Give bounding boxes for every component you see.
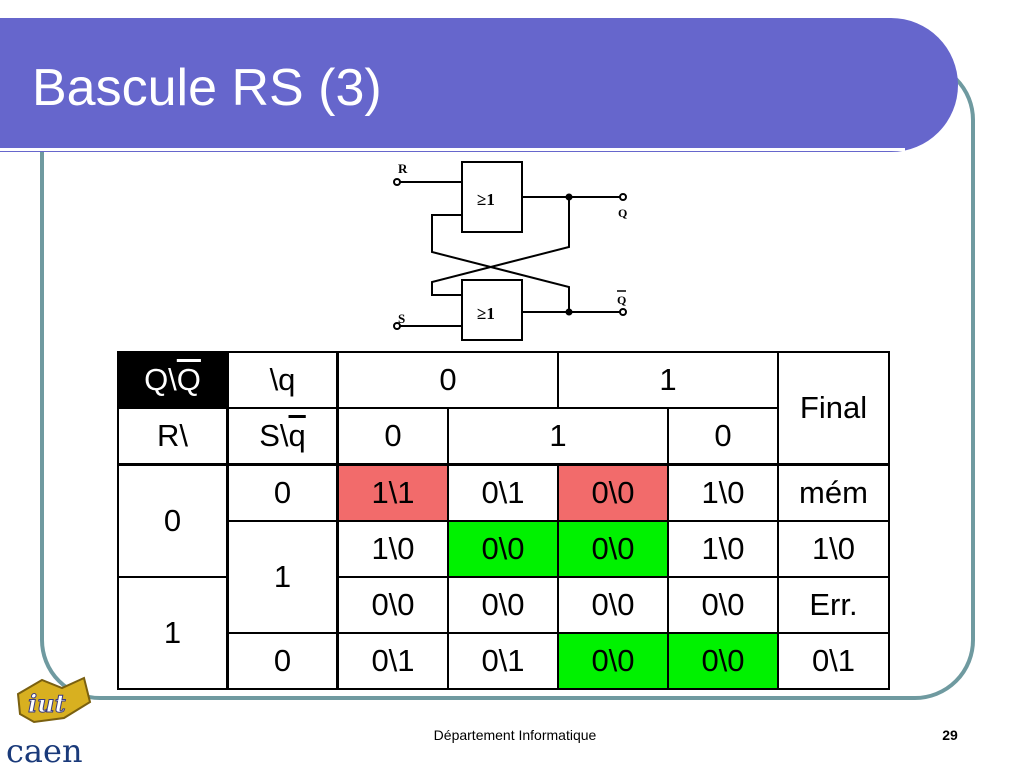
table-cell: 0\0 — [667, 576, 779, 634]
header-r: R\ — [117, 407, 229, 466]
row-r-value: 1 — [117, 576, 229, 690]
header-s-qbar: S\q — [226, 407, 339, 466]
logo-iut-text: iut — [28, 689, 66, 718]
title-underline — [0, 148, 905, 151]
slide-title: Bascule RS (3) — [32, 59, 382, 117]
table-cell: 0\0 — [557, 520, 669, 578]
output-qbar-label: Q — [617, 293, 626, 307]
table-row: 1 0\0 0\0 0\0 0\0 Err. — [117, 576, 890, 690]
table-cell: 0\0 — [447, 520, 559, 578]
table-cell: 0\0 — [667, 632, 779, 690]
table-cell: 1\0 — [667, 463, 779, 522]
header-qbar-one: 1 — [447, 407, 669, 466]
row-s-value: 1 — [226, 520, 339, 634]
row-s-value: 0 — [226, 632, 339, 690]
output-q-label: Q — [618, 206, 627, 220]
table-cell: 1\1 — [336, 463, 449, 522]
header-q: \q — [226, 351, 339, 409]
header-q-one: 1 — [557, 351, 779, 409]
table-header-row-1: Q\Q \q 0 1 Final — [117, 351, 890, 466]
nor-gate-bottom — [461, 279, 523, 341]
header-qbar-zero: 0 — [336, 407, 449, 466]
table-cell: 0\0 — [336, 576, 449, 634]
table-cell: 1\0 — [667, 520, 779, 578]
rs-flipflop-diagram: R S ≥1 ≥1 Q Q — [393, 161, 627, 341]
header-q-zero: 0 — [336, 351, 559, 409]
table-row: 0 0 1\1 0\1 0\0 1\0 mém — [117, 463, 890, 578]
input-r-label: R — [398, 161, 408, 176]
row-final-value: mém — [777, 463, 890, 522]
logo-caen-text: caen — [6, 732, 83, 768]
table-cell: 0\0 — [557, 463, 669, 522]
footer-department: Département Informatique — [433, 727, 597, 743]
row-final-value: 1\0 — [777, 520, 890, 578]
header-qbar-small: q — [288, 418, 306, 453]
table-cell: 0\1 — [336, 632, 449, 690]
header-q-prefix: Q\ — [144, 362, 177, 397]
truth-table: Q\Q \q 0 1 Final R\ S\q 0 1 0 0 0 1\1 0\… — [117, 351, 890, 690]
input-s-label: S — [398, 311, 405, 326]
row-r-value: 0 — [117, 463, 229, 578]
gate-top-label: ≥1 — [477, 190, 495, 209]
row-s-value: 0 — [226, 463, 339, 522]
iut-caen-logo: iut caen — [6, 676, 92, 768]
table-row: 1 1\0 0\0 0\0 1\0 1\0 — [118, 520, 890, 634]
row-final-value: Err. — [777, 576, 890, 634]
table-cell: 0\1 — [447, 632, 559, 690]
header-qbar: Q — [176, 362, 201, 397]
header-s-prefix: S\ — [259, 418, 289, 453]
table-row: 0 0\1 0\1 0\0 0\0 0\1 — [118, 632, 890, 690]
header-qbar-zero-2: 0 — [667, 407, 779, 466]
row-final-value: 0\1 — [777, 632, 890, 690]
title-bar: Bascule RS (3) — [0, 18, 958, 152]
table-header-row-2: R\ S\q 0 1 0 — [117, 407, 889, 466]
table-cell: 1\0 — [336, 520, 449, 578]
header-final: Final — [777, 351, 890, 466]
page-number: 29 — [942, 727, 958, 743]
table-cell: 0\0 — [447, 576, 559, 634]
gate-bottom-label: ≥1 — [477, 304, 495, 323]
table-cell: 0\1 — [447, 463, 559, 522]
header-q-qbar: Q\Q — [117, 351, 229, 409]
table-cell: 0\0 — [557, 632, 669, 690]
table-cell: 0\0 — [557, 576, 669, 634]
